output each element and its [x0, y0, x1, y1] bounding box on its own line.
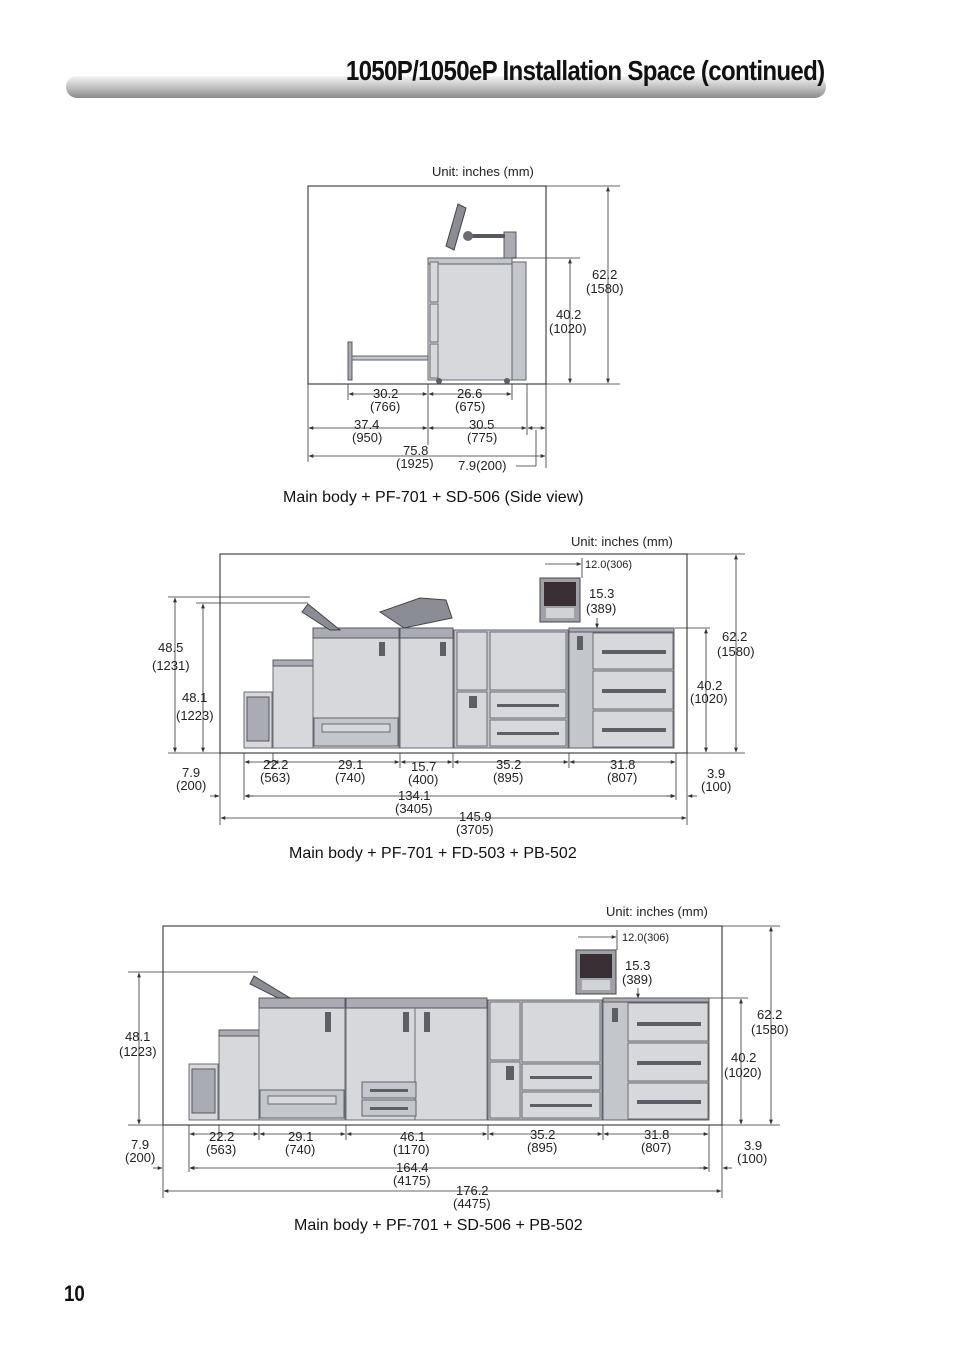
dim-width-a: 30.2 [373, 386, 398, 401]
fd-machine-illustration [243, 577, 675, 749]
dim-height-left1-mm: (1231) [152, 658, 190, 673]
side-view-diagram: Unit: inches (mm) 62.2 (1580) 40.2 (1020… [307, 164, 624, 473]
dim-panel-height: 15.3 [589, 586, 614, 601]
dim-height-left-mm: (1223) [119, 1044, 157, 1059]
dim-panel-offset: 12.0(306) [622, 932, 669, 944]
dim-width-b-mm: (675) [455, 399, 485, 414]
installation-space-frame [162, 925, 723, 1126]
dim-width-3: 46.1 [400, 1129, 425, 1144]
dim-width-mid-mm: (3405) [395, 801, 433, 816]
dim-width-5-mm: (807) [607, 770, 637, 785]
dim-right-gap-mm: (100) [701, 779, 731, 794]
installation-space-frame [307, 185, 547, 385]
dim-height-total: 62.2 [722, 629, 747, 644]
dim-height-body-mm: (1020) [690, 691, 728, 706]
dim-right-gap-mm: (100) [737, 1151, 767, 1166]
unit-label: Unit: inches (mm) [432, 164, 534, 179]
dim-width-total-mm: (1925) [396, 456, 434, 471]
dim-width-total-mm: (4475) [453, 1196, 491, 1211]
dim-height-body: 40.2 [697, 678, 722, 693]
side-view-caption: Main body + PF-701 + SD-506 (Side view) [283, 489, 584, 506]
dim-width-1: 22.2 [209, 1129, 234, 1144]
sd-machine-illustration [188, 949, 710, 1121]
dim-width-total: 176.2 [456, 1183, 489, 1198]
dim-width-5: 31.8 [610, 757, 635, 772]
dim-left-gap-mm: (200) [176, 778, 206, 793]
dim-height-body: 40.2 [556, 307, 581, 322]
dim-width-total-mm: (3705) [456, 822, 494, 837]
dim-width-4: 35.2 [496, 757, 521, 772]
sd-configuration-diagram: Unit: inches (mm) [119, 904, 789, 1211]
dim-width-2-mm: (740) [285, 1142, 315, 1157]
side-machine-illustration [347, 203, 527, 384]
dim-width-5-mm: (807) [641, 1140, 671, 1155]
dim-width-4-mm: (895) [527, 1140, 557, 1155]
dim-panel-height-mm: (389) [586, 601, 616, 616]
dim-width-3: 15.7 [411, 759, 436, 774]
page-number: 10 [64, 1281, 85, 1306]
dim-width-4-mm: (895) [493, 770, 523, 785]
dim-width-mid-mm: (4175) [393, 1173, 431, 1188]
title-bar [66, 76, 826, 98]
fd-configuration-diagram: Unit: inches (mm) [152, 534, 755, 837]
dim-width-5: 31.8 [644, 1127, 669, 1142]
dim-right-gap: 3.9 [707, 766, 725, 781]
dim-width-1-mm: (563) [206, 1142, 236, 1157]
dim-height-total-mm: (1580) [586, 281, 624, 296]
dim-height-left: 48.1 [125, 1029, 150, 1044]
dim-width-c-mm: (950) [352, 430, 382, 445]
dim-height-body-mm: (1020) [549, 321, 587, 336]
unit-label: Unit: inches (mm) [606, 904, 708, 919]
dim-left-gap: 7.9 [182, 765, 200, 780]
dim-width-3-mm: (1170) [393, 1142, 430, 1157]
dim-width-mid: 134.1 [398, 788, 431, 803]
page-title: 1050P/1050eP Installation Space (continu… [345, 55, 824, 86]
dim-width-total: 145.9 [459, 809, 492, 824]
unit-label: Unit: inches (mm) [571, 534, 673, 549]
dim-height-left2: 48.1 [182, 690, 207, 705]
dim-left-gap-mm: (200) [125, 1150, 155, 1165]
dim-panel-height-mm: (389) [622, 972, 652, 987]
dim-width-d-mm: (775) [467, 430, 497, 445]
dim-height-left1: 48.5 [158, 640, 183, 655]
dim-width-rear: 7.9(200) [458, 458, 506, 473]
dim-width-a-mm: (766) [370, 399, 400, 414]
dim-left-gap: 7.9 [131, 1137, 149, 1152]
dim-right-gap: 3.9 [744, 1138, 762, 1153]
dim-height-total-mm: (1580) [717, 644, 755, 659]
dim-panel-offset: 12.0(306) [585, 559, 632, 571]
dim-width-3-mm: (400) [408, 772, 438, 787]
dim-width-d: 30.5 [469, 417, 494, 432]
fd-configuration-caption: Main body + PF-701 + FD-503 + PB-502 [289, 845, 577, 862]
installation-space-frame [219, 553, 688, 754]
dim-height-left2-mm: (1223) [176, 708, 214, 723]
dim-height-total: 62.2 [757, 1007, 782, 1022]
dim-height-total: 62.2 [592, 267, 617, 282]
dim-height-body: 40.2 [731, 1050, 756, 1065]
dim-height-total-mm: (1580) [751, 1022, 789, 1037]
dim-width-b: 26.6 [457, 386, 482, 401]
dim-width-2: 29.1 [338, 757, 363, 772]
dim-width-1: 22.2 [263, 757, 288, 772]
dim-panel-height: 15.3 [625, 958, 650, 973]
dim-width-2-mm: (740) [335, 770, 365, 785]
dim-width-2: 29.1 [288, 1129, 313, 1144]
dim-width-1-mm: (563) [260, 770, 290, 785]
sd-configuration-caption: Main body + PF-701 + SD-506 + PB-502 [294, 1217, 583, 1234]
dim-height-body-mm: (1020) [724, 1065, 762, 1080]
dim-width-c: 37.4 [354, 417, 379, 432]
dim-width-mid: 164.4 [396, 1160, 429, 1175]
dim-width-total: 75.8 [403, 443, 428, 458]
dim-width-4: 35.2 [530, 1127, 555, 1142]
